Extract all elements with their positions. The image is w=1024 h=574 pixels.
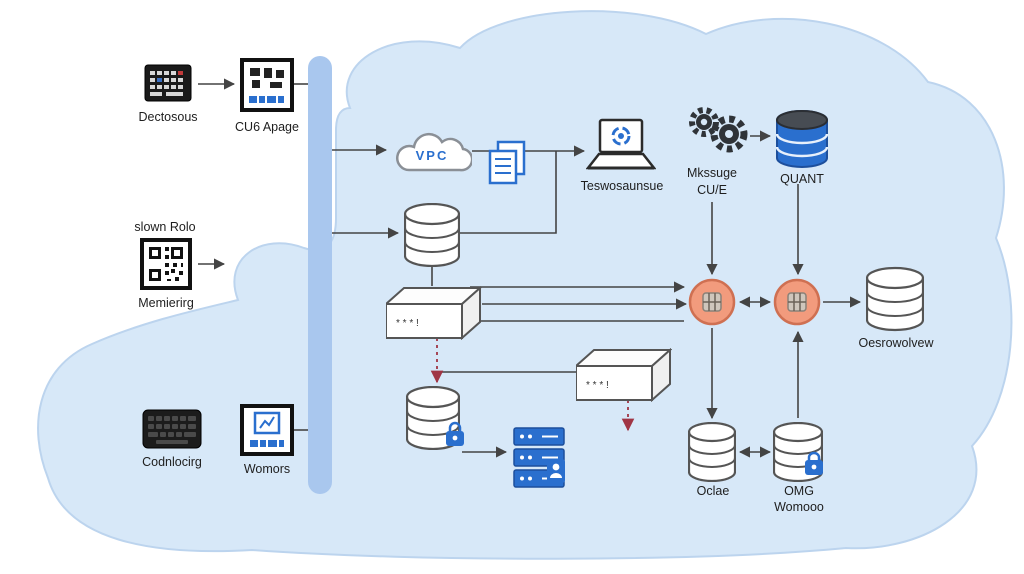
documents-icon: [486, 140, 528, 191]
qr-code-label: Memierirg: [138, 296, 194, 310]
vpc-cloud-icon: [392, 126, 474, 181]
oclae-label: Oclae: [696, 484, 730, 498]
switch-icon-1: * * * !: [383, 285, 483, 345]
worker-window-icon: [240, 404, 294, 461]
laptop-label: Teswosaunsue: [580, 179, 664, 193]
quant-database-icon: [775, 110, 829, 173]
right-db-label: Oesrowolvew: [858, 336, 934, 350]
switch2-text: * * * !: [586, 380, 609, 391]
app-window-icon: [240, 58, 294, 117]
laptop-gear-icon: [585, 118, 657, 179]
database-icon-oclae: [687, 421, 737, 487]
gears-label-line1: Mkssuge: [686, 166, 738, 180]
vpc-text: VPC: [415, 148, 449, 163]
qr-code-icon: [140, 238, 192, 295]
gears-label-line2: CU/E: [697, 183, 727, 197]
switch-icon-2: * * * !: [573, 347, 673, 407]
gears-icon: [684, 104, 748, 161]
omg-label-line1: OMG: [784, 484, 814, 498]
lock-badge-icon: [444, 420, 466, 453]
switch1-text: * * * !: [396, 318, 419, 329]
database-icon-right: [865, 266, 925, 337]
device-icon: [144, 64, 192, 107]
service-circle-1: [688, 278, 736, 331]
group2-title: slown Rolo: [134, 220, 196, 234]
service-circle-2: [773, 278, 821, 331]
quant-label: QUANT: [780, 172, 824, 186]
worker-window-label: Womors: [243, 462, 291, 476]
lock-badge-icon-2: [804, 450, 824, 482]
device-label: Dectosous: [138, 110, 198, 124]
app-window-label: CU6 Apage: [235, 120, 299, 134]
omg-label-line2: Womooo: [774, 500, 824, 514]
keyboard-icon: [142, 406, 202, 455]
user-badge-icon: [546, 458, 566, 489]
database-icon-main: [403, 202, 461, 272]
keyboard-label: Codnlocirg: [142, 455, 202, 469]
ingress-bar: [308, 56, 332, 494]
